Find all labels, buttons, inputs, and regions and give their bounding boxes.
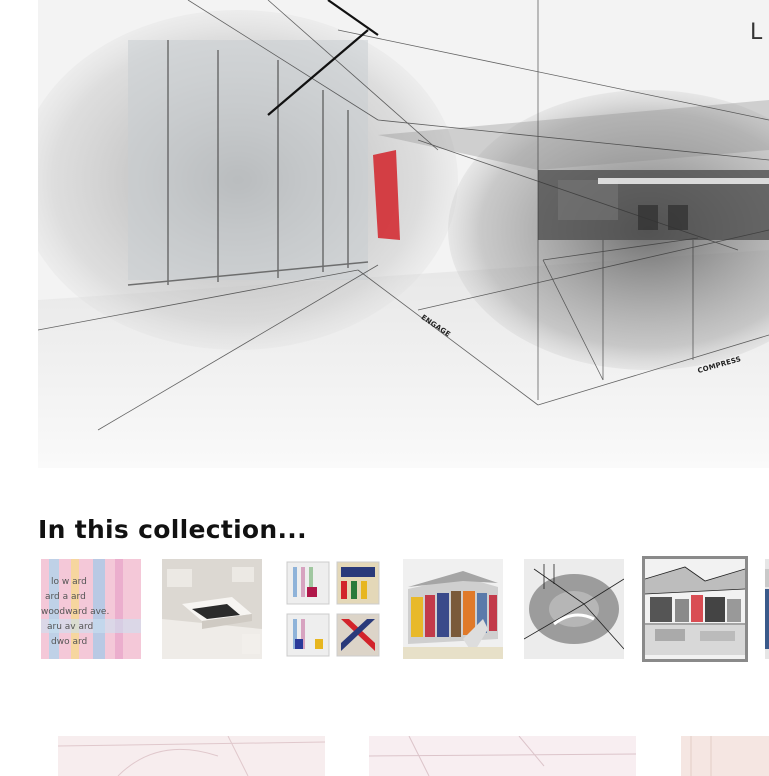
svg-text:dwo ard: dwo ard [51, 637, 87, 647]
thumbnail-image [403, 559, 503, 659]
thumb-sketch-perspective[interactable] [524, 559, 624, 659]
hero-title-fragment: L [750, 20, 764, 45]
thumbnail-image [524, 559, 624, 659]
preview-image-2[interactable] [369, 736, 636, 776]
poster-text: woodward ave. [41, 607, 109, 617]
hero-image: L ENGAGE COMPRESS [38, 0, 769, 468]
thumb-color-grid-boards[interactable] [283, 559, 383, 659]
collection-heading: In this collection... [38, 515, 307, 544]
thumbnail-image [162, 559, 262, 659]
preview-drawing [58, 736, 325, 776]
thumbnail-image [645, 559, 745, 659]
thumb-section-drawing[interactable] [642, 556, 748, 662]
thumbnail-image [283, 559, 383, 659]
preview-image-3[interactable] [681, 736, 769, 776]
thumb-partial[interactable] [765, 559, 769, 659]
thumbnail-image [765, 559, 769, 659]
preview-drawing [369, 736, 636, 776]
preview-image-1[interactable] [58, 736, 325, 776]
collection-thumbnail-strip: lo w ard ard a ard woodward ave. aru av … [38, 556, 769, 662]
perspective-drawing [38, 0, 769, 468]
thumb-white-model[interactable] [162, 559, 262, 659]
svg-text:aru av ard: aru av ard [47, 622, 93, 632]
svg-text:lo w ard: lo w ard [51, 577, 87, 587]
preview-drawing [681, 736, 769, 776]
thumb-colorful-building-model[interactable] [403, 559, 503, 659]
svg-text:ard a ard: ard a ard [45, 592, 86, 602]
thumb-woodward-poster[interactable]: lo w ard ard a ard woodward ave. aru av … [41, 559, 141, 659]
thumbnail-image: lo w ard ard a ard woodward ave. aru av … [41, 559, 141, 659]
